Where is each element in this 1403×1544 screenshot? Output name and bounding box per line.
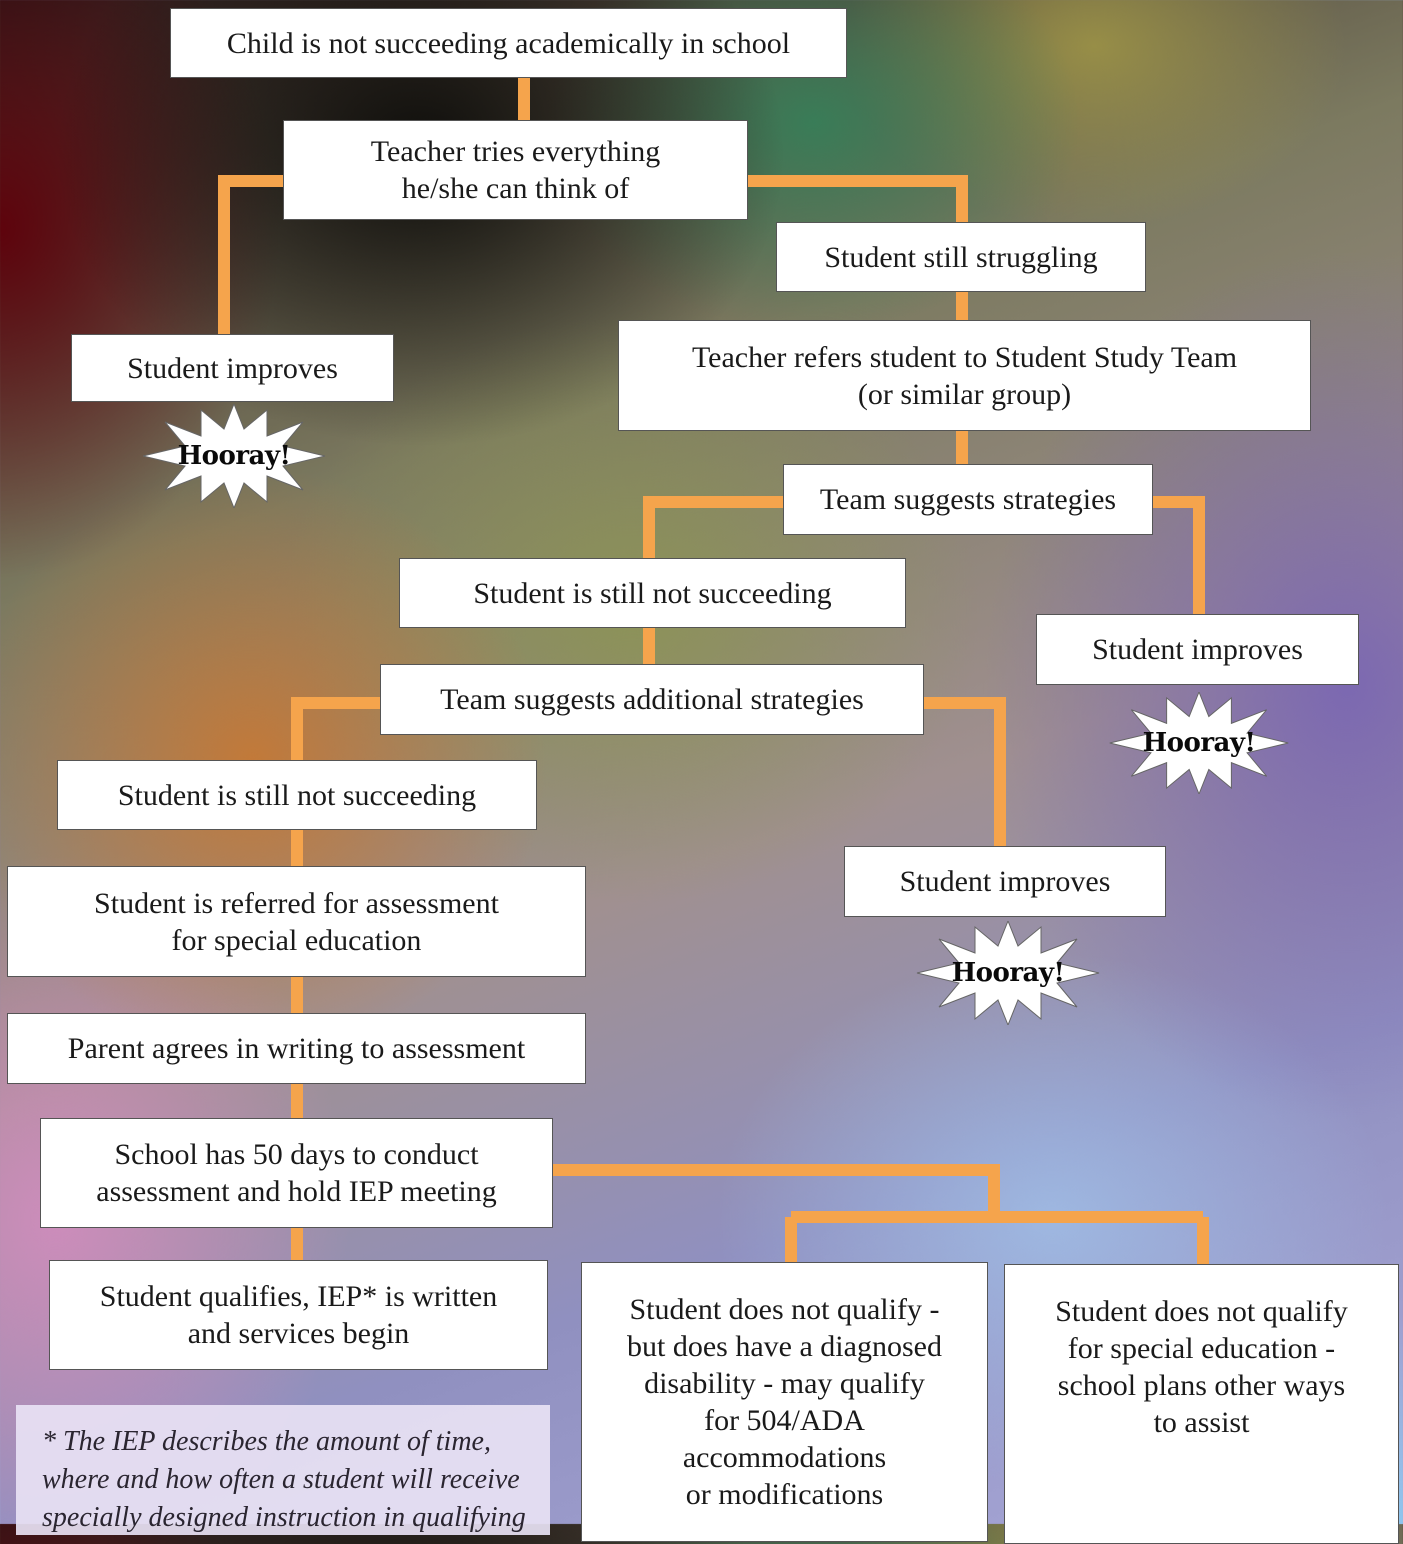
node-not-succeeding-2: Student is still not succeeding — [57, 760, 537, 830]
node-improves-3: Student improves — [844, 846, 1166, 917]
node-referred-assessment: Student is referred for assessment for s… — [7, 866, 586, 977]
node-not-succeeding-1: Student is still not succeeding — [399, 558, 906, 628]
node-refers-team: Teacher refers student to Student Study … — [618, 320, 1311, 431]
hooray-text-2: Hooray! — [1142, 728, 1256, 758]
connector-additional-to-improves — [924, 697, 1006, 846]
iep-footnote: * The IEP describes the amount of time, … — [16, 1405, 550, 1535]
hooray-burst-1: Hooray! — [142, 402, 326, 510]
node-improves-1: Student improves — [71, 334, 394, 402]
node-team-additional: Team suggests additional strategies — [380, 664, 924, 735]
connector-additional-to-not-succeeding — [291, 697, 380, 760]
node-school-50-days: School has 50 days to conduct assessment… — [40, 1118, 553, 1228]
node-qualifies-iep: Student qualifies, IEP* is written and s… — [49, 1260, 548, 1370]
hooray-burst-2: Hooray! — [1108, 690, 1290, 796]
connector-team-to-not-succeeding — [643, 496, 783, 558]
node-still-struggling: Student still struggling — [776, 222, 1146, 292]
node-parent-agrees: Parent agrees in writing to assessment — [7, 1013, 586, 1084]
node-teacher-tries: Teacher tries everything he/she can thin… — [283, 120, 748, 220]
connector-team-to-improves — [1153, 496, 1205, 614]
node-team-strategies: Team suggests strategies — [783, 464, 1153, 535]
node-not-qualify-other: Student does not qualify for special edu… — [1004, 1264, 1399, 1544]
hooray-text-3: Hooray! — [951, 958, 1065, 988]
node-improves-2: Student improves — [1036, 614, 1359, 685]
hooray-burst-3: Hooray! — [916, 919, 1100, 1027]
connector-teacher-to-improves — [218, 175, 283, 334]
node-not-qualify-504: Student does not qualify - but does have… — [581, 1262, 988, 1542]
hooray-text-1: Hooray! — [177, 441, 291, 471]
node-start: Child is not succeeding academically in … — [170, 8, 847, 78]
connector-school-to-split — [553, 1164, 1000, 1217]
connector-teacher-to-struggling — [748, 175, 968, 222]
